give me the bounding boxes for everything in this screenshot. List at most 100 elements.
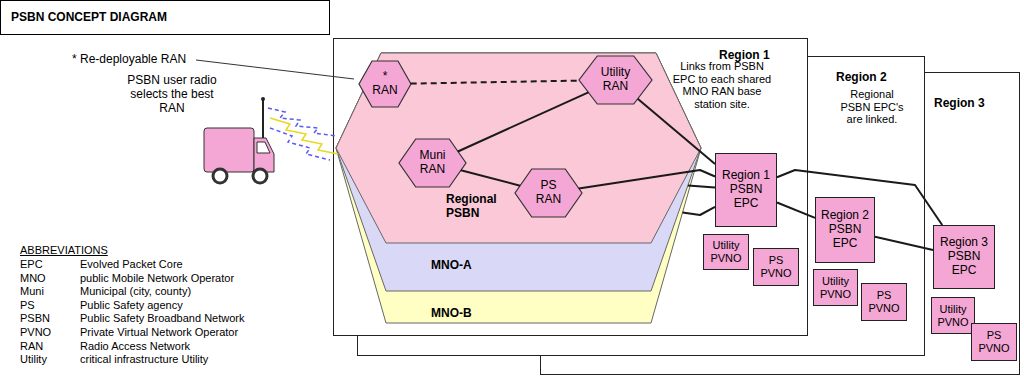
node-label: Region 3 PSBN EPC (937, 236, 991, 277)
label-holder: RAN (20, 340, 78, 353)
label-holder: ABBREVIATIONS (20, 244, 140, 257)
antenna (262, 100, 264, 138)
diagram-title: PSBN CONCEPT DIAGRAM (1, 1, 329, 34)
label-holder: critical infrastructure Utility (80, 353, 280, 366)
label-holder: Muni (20, 285, 78, 298)
pvno-box: PS PVNO (861, 283, 907, 321)
label-holder: PSBN user radio selects the best RAN (122, 74, 222, 115)
radio-link (268, 108, 338, 160)
epc-box: Region 1 PSBN EPC (715, 153, 777, 227)
outline-shape (359, 61, 411, 107)
outline-shape (579, 56, 652, 104)
title-box: PSBN CONCEPT DIAGRAM (0, 0, 330, 35)
note-label: * Re-deployable RAN (72, 53, 202, 67)
table-cell: public Mobile Network Operator (80, 272, 280, 285)
label-holder: MNO (20, 272, 78, 285)
radio-wave (270, 128, 330, 160)
leader-line (196, 60, 354, 79)
node-label: Utility PVNO (935, 303, 971, 328)
pvno-box: Utility PVNO (703, 234, 749, 270)
note-label: PSBN user radio selects the best RAN (122, 74, 222, 115)
link-line (461, 170, 520, 185)
note-label: ABBREVIATIONS (20, 244, 140, 257)
label-holder: Regional PSBN EPC's are linked. (835, 88, 909, 126)
truck-window (257, 142, 270, 153)
label-holder: Public Safety Broadband Network (80, 312, 280, 325)
pvno-box: Utility PVNO (931, 297, 975, 334)
ran-hexagon: PS RAN (515, 169, 582, 217)
outline-shape (336, 53, 701, 243)
label-holder: Utility (20, 353, 78, 366)
outline-shape (399, 139, 466, 187)
note-label: Links from PSBN EPC to each shared MNO R… (672, 60, 772, 111)
link-line (411, 81, 580, 84)
area-label: Region 3 (934, 97, 985, 111)
table-cell: Evolved Packet Core (80, 258, 280, 271)
pvno-box: Utility PVNO (813, 269, 858, 306)
node-label: PS PVNO (865, 289, 903, 314)
label-holder: * Re-deployable RAN (72, 53, 202, 67)
outline-shape (336, 53, 701, 291)
mno-band: MNO-B MNO-ARegional PSBN* RANUtility RANM… (336, 53, 701, 323)
truck-wheel (253, 169, 267, 183)
ran-hexagon: Utility RAN (579, 56, 652, 104)
node-label: PS RAN (529, 179, 569, 207)
truck-wheel (213, 169, 227, 183)
label-holder: EPC (20, 258, 78, 271)
label-holder: Links from PSBN EPC to each shared MNO R… (672, 60, 772, 111)
radio-wave (268, 108, 336, 136)
link-line (777, 203, 815, 218)
ran-hexagon: Muni RAN (399, 139, 466, 187)
node-label: Utility RAN (594, 66, 638, 94)
node-label: Region 1 PSBN EPC (719, 169, 773, 210)
label-holder: Evolved Packet Core (80, 258, 280, 271)
area-label: MNO-B (431, 307, 472, 321)
pvno-box: PS PVNO (971, 323, 1017, 361)
node-label: PS PVNO (975, 329, 1013, 354)
table-cell: Private Virtual Network Operator (80, 326, 280, 339)
epc-box: Region 2 PSBN EPC (815, 197, 875, 263)
truck-cab (254, 138, 274, 172)
label-holder: Radio Access Network (80, 340, 280, 353)
table-cell: critical infrastructure Utility (80, 353, 280, 366)
table-cell: Radio Access Network (80, 340, 280, 353)
table-cell: MNO (20, 272, 78, 285)
epc-box: Region 3 PSBN EPC (933, 225, 995, 289)
label-holder: public Mobile Network Operator (80, 272, 280, 285)
table-cell: Municipal (city, county) (80, 285, 280, 298)
link-line (875, 237, 933, 250)
area-label: MNO-A (431, 259, 472, 273)
table-cell: RAN (20, 340, 78, 353)
radio-wave (270, 118, 338, 154)
label-holder: PSBN (20, 312, 78, 325)
area-label: Region 2 (836, 71, 887, 85)
node-label: Utility PVNO (817, 275, 854, 300)
pvno-box: PS PVNO (753, 248, 799, 286)
link-line (579, 170, 715, 188)
label-holder: Private Virtual Network Operator (80, 326, 280, 339)
link-line (777, 170, 942, 225)
truck-body (204, 128, 254, 172)
note-label: Regional PSBN EPC's are linked. (835, 88, 909, 126)
table-cell: Muni (20, 285, 78, 298)
node-label: Region 2 PSBN EPC (819, 209, 871, 250)
node-label: Muni RAN (413, 149, 453, 177)
table-cell: PS (20, 299, 78, 312)
label-holder: PVNO (20, 326, 78, 339)
label-holder: PS (20, 299, 78, 312)
antenna-tip (261, 97, 265, 101)
link-line (458, 92, 589, 151)
link-line (638, 99, 715, 164)
node-label: Utility PVNO (707, 239, 745, 264)
table-cell: PVNO (20, 326, 78, 339)
table-cell: Public Safety Broadband Network (80, 312, 280, 325)
mno-band: MNO-ARegional PSBN* RANUtility RANMuni R… (336, 53, 701, 291)
outline-shape (336, 53, 701, 323)
truck-icon (204, 97, 274, 183)
outline-shape (515, 169, 582, 217)
table-cell: Public Safety agency (80, 299, 280, 312)
link-line (688, 185, 715, 187)
psbn-band: Regional PSBN* RANUtility RANMuni RANPS … (336, 53, 701, 243)
node-label: PS PVNO (757, 254, 795, 279)
